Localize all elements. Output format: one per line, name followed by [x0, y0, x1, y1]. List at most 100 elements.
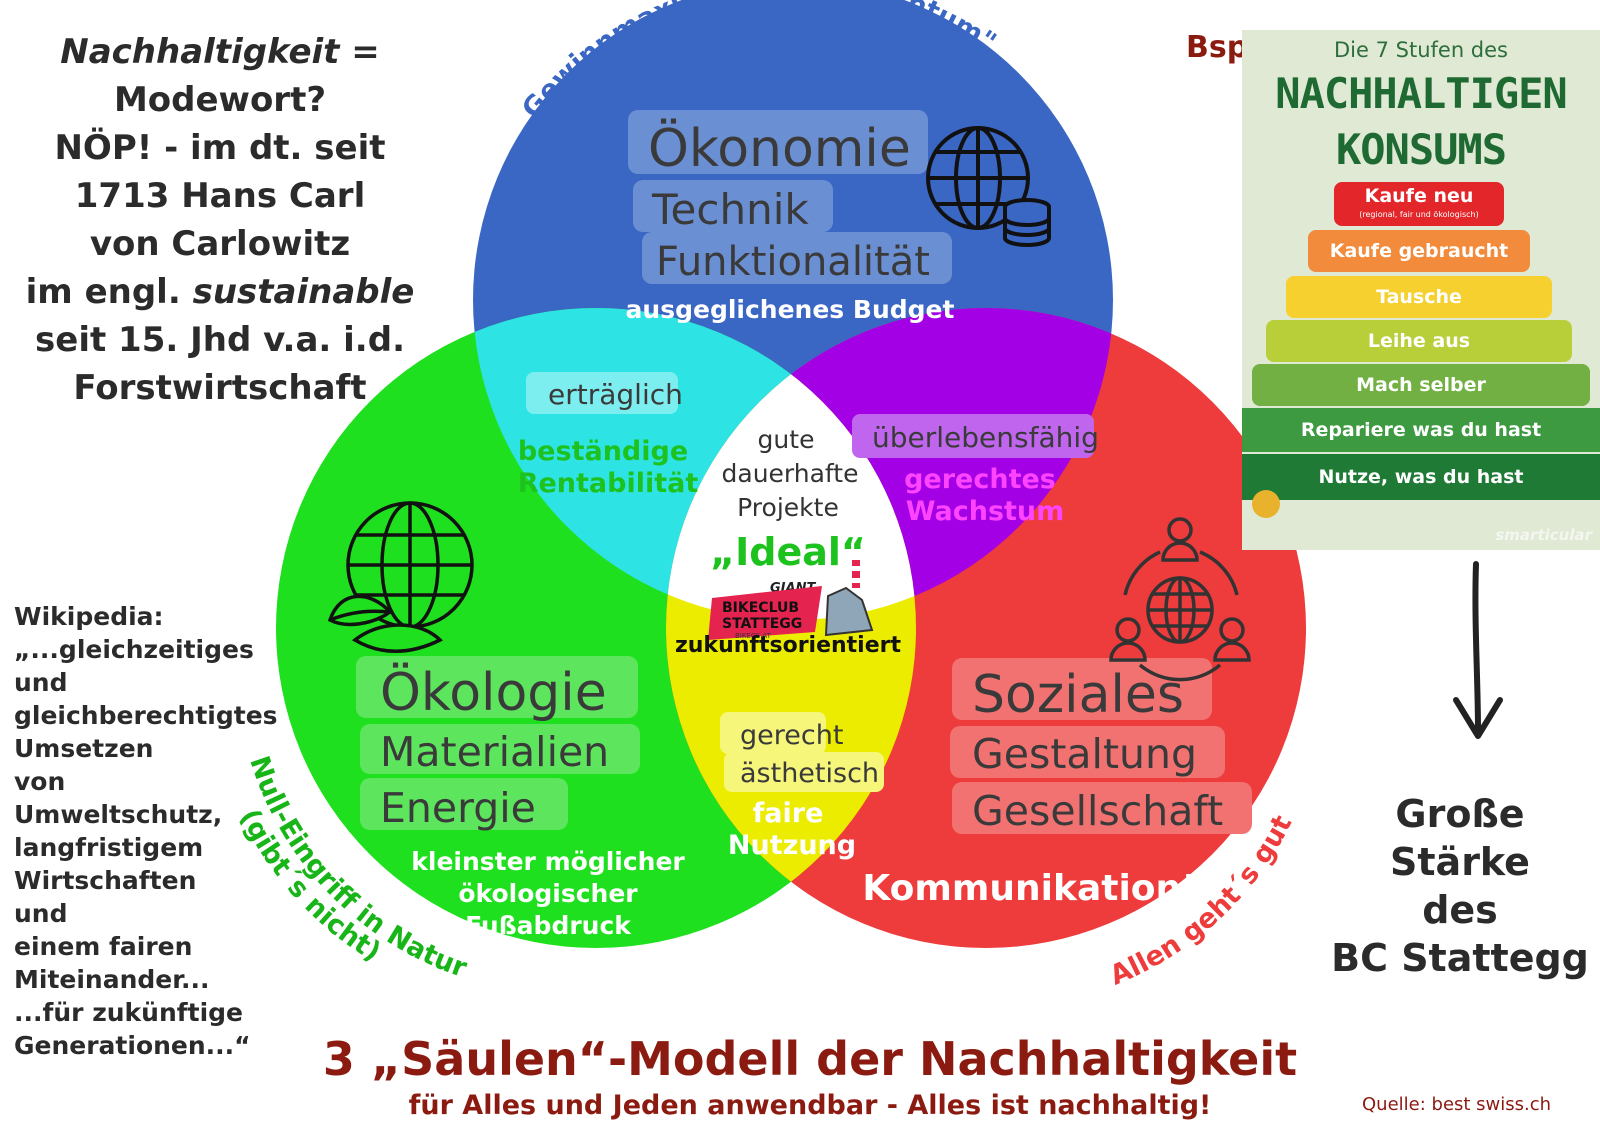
step-leihe-aus: Leihe aus [1266, 320, 1572, 362]
ueberlebensfaehig-tag-bg [852, 414, 1094, 458]
ecology-social-tag: gerecht [740, 720, 843, 751]
wiki-line: Umweltschutz, [14, 800, 223, 829]
center-line: Projekte [737, 493, 839, 522]
ecology-social-note: faire [753, 798, 824, 829]
intro-line: Nachhaltigkeit = [60, 32, 380, 72]
step-kaufe-gebraucht: Kaufe gebraucht [1308, 230, 1530, 272]
intro-line: Modewort? [113, 80, 327, 120]
aesthetisch-tag-bg [724, 752, 884, 792]
technik-label-bg [633, 180, 833, 232]
step-tausche: Tausche [1286, 276, 1552, 318]
intro-line: 1713 Hans Carl [74, 176, 366, 216]
wiki-line: Wikipedia: [14, 602, 164, 631]
gerecht-tag-bg [720, 712, 826, 754]
ecology-energie: Energie [380, 784, 536, 832]
gestaltung-label-bg [950, 726, 1225, 778]
economy-ecology-tag: erträglich [548, 378, 683, 411]
strength-text: Große Stärke des BC Stattegg [1320, 790, 1600, 982]
intro-line: von Carlowitz [89, 224, 351, 264]
wiki-line: und [14, 899, 68, 928]
funktionalitaet-label-bg [642, 232, 952, 284]
ecology-note: kleinster möglicher [411, 847, 685, 876]
poster-title-1: Die 7 Stufen des [1334, 38, 1508, 62]
strength-line: des [1422, 888, 1498, 932]
ecology-materialien: Materialien [380, 728, 609, 776]
economy-technik: Technik [651, 185, 809, 234]
logo-url: BIKECS.AT [735, 632, 772, 640]
social-gestaltung: Gestaltung [972, 730, 1197, 778]
ecology-social-tag: ästhetisch [740, 758, 879, 789]
center-line: gute [758, 425, 815, 454]
intro-line: NÖP! - im dt. seit [54, 128, 386, 168]
poster-brand: smarticular [1495, 526, 1592, 544]
wiki-line: langfristigem [14, 833, 204, 862]
wiki-line: Miteinander... [14, 965, 210, 994]
source-credit: Quelle: best swiss.ch [1362, 1094, 1552, 1115]
intro-line: seit 15. Jhd v.a. i.d. [35, 320, 405, 360]
wiki-line: ...für zukünftige [14, 998, 244, 1027]
overlap-center [666, 308, 916, 620]
wiki-line: gleichberechtigtes [14, 701, 278, 730]
ecology-note: Fußabdruck [465, 911, 632, 940]
intro-line: im engl. sustainable [25, 272, 415, 312]
wiki-line: Umsetzen [14, 734, 154, 763]
economy-ecology-note: beständige [518, 436, 688, 467]
heart-icon [1252, 490, 1280, 518]
economy-funktionalitaet: Funktionalität [656, 239, 930, 285]
ecology-label-bg [356, 656, 638, 718]
bikeclub-stattegg-logo: GIANT BIKECLUB STATTEGG BIKECS.AT [708, 560, 874, 640]
wiki-line: von [14, 767, 66, 796]
wiki-line: Generationen...“ [14, 1031, 251, 1060]
intro-line: Forstwirtschaft [73, 368, 367, 408]
strength-line: Große [1395, 792, 1525, 836]
step-label: Kaufe neu [1364, 185, 1474, 207]
people-globe-icon [1109, 517, 1251, 682]
center-line: dauerhafte [722, 459, 859, 488]
step-kaufe-neu: Kaufe neu (regional, fair und ökologisch… [1334, 182, 1504, 226]
wiki-line: und [14, 668, 68, 697]
step-sub: (regional, fair und ökologisch) [1359, 210, 1479, 219]
center-ideal: „Ideal“ [710, 530, 866, 574]
social-label-bg [952, 658, 1212, 720]
poster-title-line: NACHHALTIGEN [1275, 69, 1567, 118]
wiki-line: Wirtschaften [14, 866, 197, 895]
energie-label-bg [360, 778, 568, 830]
logo-line2: STATTEGG [722, 616, 802, 632]
seven-steps-poster: Die 7 Stufen des NACHHALTIGEN KONSUMS Ka… [1242, 30, 1600, 550]
ecology-note: ökologischer [458, 879, 638, 908]
social-gesellschaft: Gesellschaft [972, 787, 1223, 835]
economy-label-bg [628, 110, 928, 174]
intro-text: Nachhaltigkeit = Modewort? NÖP! - im dt.… [10, 28, 430, 412]
subtitle: für Alles und Jeden anwendbar - Alles is… [408, 1090, 1212, 1121]
economy-social-note: Wachstum [906, 496, 1065, 527]
ecology-title: Ökologie [380, 662, 607, 723]
step-mach-selber: Mach selber [1252, 364, 1590, 406]
social-title: Soziales [972, 665, 1184, 725]
step-repariere: Repariere was du hast [1242, 408, 1600, 452]
step-nutze: Nutze, was du hast [1242, 454, 1600, 500]
wikipedia-quote: Wikipedia: „...gleichzeitiges und gleich… [14, 600, 278, 1062]
poster-title-line: KONSUMS [1335, 125, 1507, 174]
poster-title-2: NACHHALTIGEN KONSUMS [1242, 66, 1600, 178]
economy-social-tag: überlebensfähig [872, 421, 1099, 454]
economy-note: ausgeglichenes Budget [626, 295, 955, 324]
materialien-label-bg [360, 724, 640, 774]
center-bottom: zukunftsorientiert [675, 633, 902, 658]
ecology-social-note: Nutzung [728, 830, 856, 861]
globe-leaf-icon [327, 501, 474, 653]
arrow-down-icon [1453, 561, 1503, 739]
economy-title: Ökonomie [648, 118, 911, 179]
wiki-line: einem fairen [14, 932, 193, 961]
economy-social-note: gerechtes [904, 464, 1056, 495]
strength-line: BC Stattegg [1331, 936, 1589, 980]
globe-coins-icon [926, 126, 1051, 247]
wiki-line: „...gleichzeitiges [14, 635, 254, 664]
social-note: Kommunikation! [862, 868, 1197, 909]
logo-line1: BIKECLUB [722, 600, 799, 616]
gesellschaft-label-bg [952, 782, 1252, 834]
strength-line: Stärke [1390, 840, 1530, 884]
economy-ecology-note: Rentabilität [518, 468, 699, 499]
main-title: 3 „Säulen“-Modell der Nachhaltigkeit [322, 1032, 1298, 1086]
ertraeglich-tag-bg [526, 372, 678, 414]
